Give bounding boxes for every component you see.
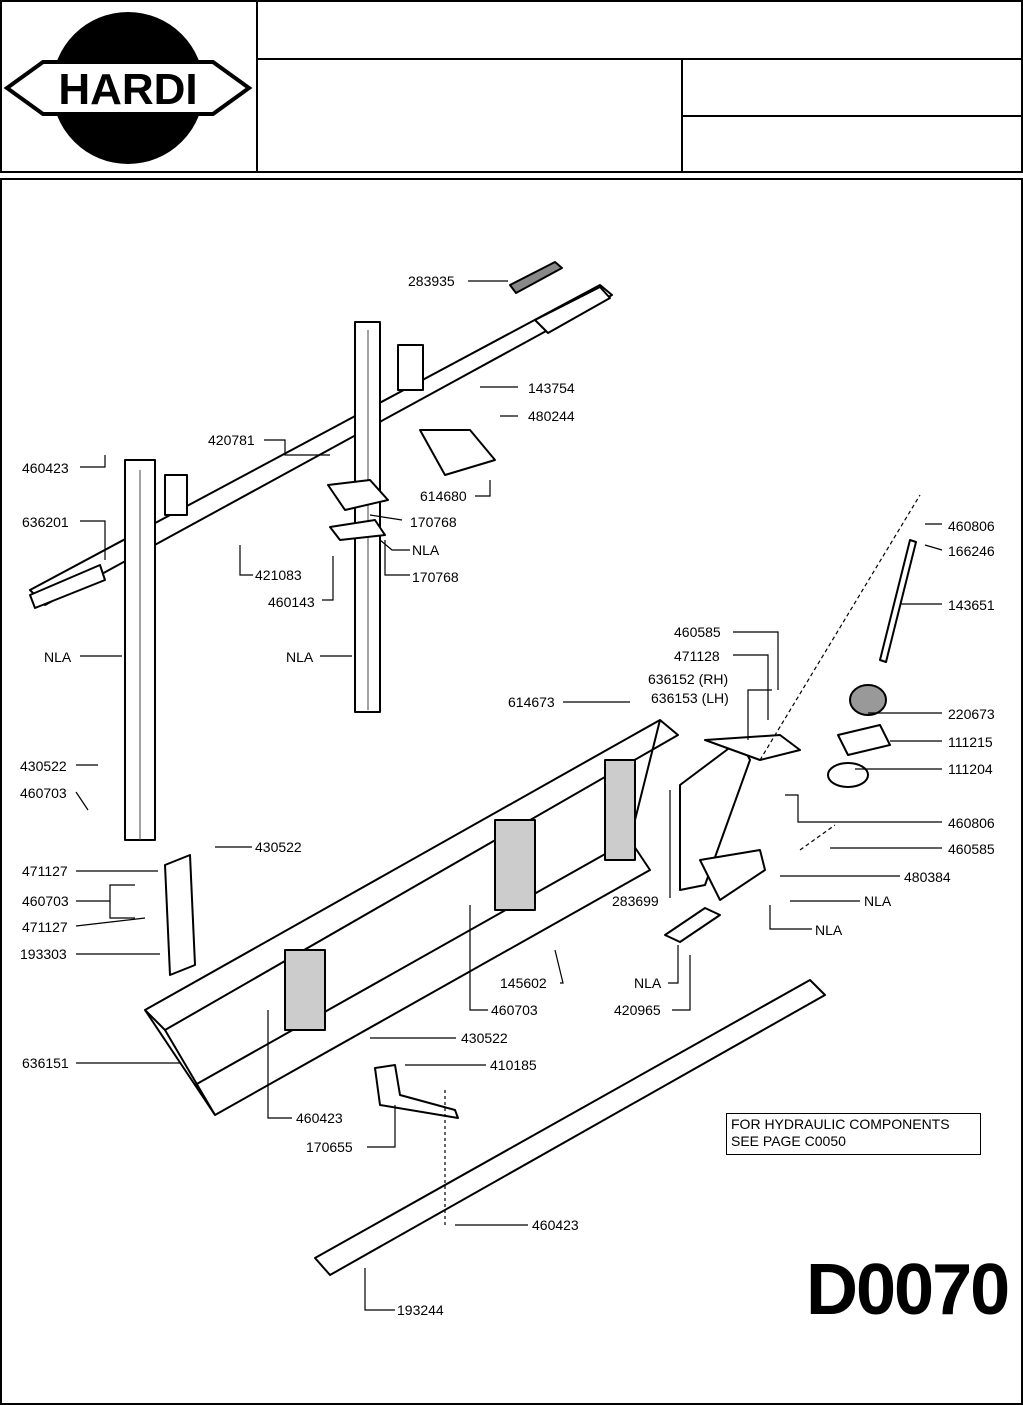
side-plate-193303 <box>164 854 196 976</box>
label-nla-2: NLA <box>44 649 72 665</box>
pivot-base-111204 <box>827 762 869 788</box>
label-283699: 283699 <box>612 893 659 909</box>
page-code: D0070 <box>806 1250 1010 1330</box>
brand-wordmark: HARDI <box>58 65 197 114</box>
label-471128: 471128 <box>674 648 720 664</box>
plate-nla <box>664 907 721 943</box>
drawing-frame <box>0 178 1023 1405</box>
rail-193244 <box>314 979 826 1276</box>
label-nla-3: NLA <box>286 649 314 665</box>
label-166246: 166246 <box>948 543 995 559</box>
pivot-111215 <box>837 724 891 756</box>
label-410185: 410185 <box>490 1057 537 1073</box>
hardi-logo: HARDI <box>3 12 253 164</box>
label-nla-5: NLA <box>815 922 843 938</box>
note-line-1: FOR HYDRAULIC COMPONENTS <box>731 1116 950 1132</box>
label-421083: 421083 <box>255 567 302 583</box>
label-636151: 636151 <box>22 1055 69 1071</box>
label-460703-mid: 460703 <box>22 893 69 909</box>
label-145602: 145602 <box>500 975 547 991</box>
label-480384: 480384 <box>904 869 951 885</box>
label-480244: 480244 <box>528 408 575 424</box>
label-614680: 614680 <box>420 488 467 504</box>
label-193244: 193244 <box>397 1302 444 1318</box>
label-143651: 143651 <box>948 597 995 613</box>
label-nla-1: NLA <box>412 542 440 558</box>
arm-end-left <box>29 564 106 609</box>
label-460806-top: 460806 <box>948 518 995 534</box>
label-220673: 220673 <box>948 706 995 722</box>
bracket-170768 <box>327 479 389 511</box>
label-460703-lower: 460703 <box>491 1002 538 1018</box>
label-170655: 170655 <box>306 1139 353 1155</box>
label-170768-upper: 170768 <box>410 514 457 530</box>
label-170768-lower: 170768 <box>412 569 459 585</box>
label-430522-upper: 430522 <box>255 839 302 855</box>
label-460585-lower: 460585 <box>948 841 995 857</box>
label-420965: 420965 <box>614 1002 661 1018</box>
label-471127-lower: 471127 <box>22 919 68 935</box>
threaded-rod-143651 <box>879 539 917 663</box>
label-143754: 143754 <box>528 380 575 396</box>
label-430522-left: 430522 <box>20 758 67 774</box>
label-430522-lower: 430522 <box>461 1030 508 1046</box>
label-193303: 193303 <box>20 946 67 962</box>
label-nla-4: NLA <box>864 893 892 909</box>
label-111204: 111204 <box>948 761 993 777</box>
label-471127-upper: 471127 <box>22 863 68 879</box>
note-line-2: SEE PAGE C0050 <box>731 1133 846 1149</box>
label-283935: 283935 <box>408 273 455 289</box>
label-460703-left: 460703 <box>20 785 67 801</box>
label-460585-upper: 460585 <box>674 624 721 640</box>
marker-arm <box>29 284 613 606</box>
grip-283935 <box>509 261 563 294</box>
title-block-right-lower-cell <box>681 115 1023 173</box>
label-460143: 460143 <box>268 594 315 610</box>
label-420781: 420781 <box>208 432 255 448</box>
label-nla-6: NLA <box>634 975 662 991</box>
hydraulic-components-note: FOR HYDRAULIC COMPONENTS SEE PAGE C0050 <box>726 1113 981 1155</box>
label-460423-mid: 460423 <box>296 1110 343 1126</box>
label-636201: 636201 <box>22 514 69 530</box>
main-frame-top-beam <box>144 719 679 1031</box>
label-460423-bottom: 460423 <box>532 1217 579 1233</box>
label-636152-rh: 636152 (RH) <box>648 671 729 687</box>
label-460423-top: 460423 <box>22 460 69 476</box>
label-636153-lh: 636153 (LH) <box>651 690 729 706</box>
label-111215: 111215 <box>948 734 993 750</box>
label-614673: 614673 <box>508 694 555 710</box>
bracket-170655 <box>374 1064 459 1119</box>
label-460806-lower: 460806 <box>948 815 995 831</box>
bracket-614680 <box>419 429 496 476</box>
arm-end-right <box>534 286 611 334</box>
